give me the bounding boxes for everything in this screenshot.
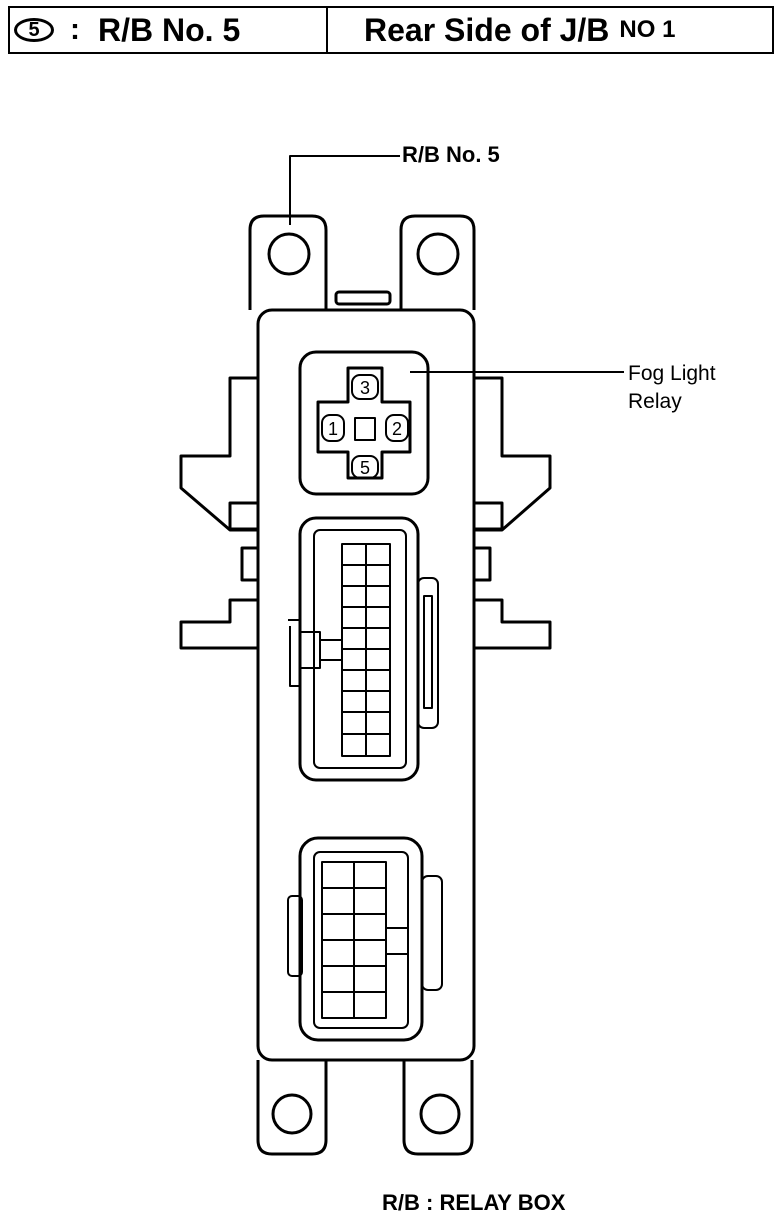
- relay-terminal-3-box: [351, 374, 379, 400]
- relay-center-pin: [354, 417, 376, 441]
- location-title: Rear Side of J/B: [364, 11, 610, 48]
- title-bar: 5 : R/B No. 5 Rear Side of J/B NO 1: [8, 6, 774, 54]
- bottom-left-mounting-ear: [256, 1060, 328, 1156]
- relay-block-label: R/B No. 5: [402, 142, 500, 167]
- upper-connector-right-tab: [417, 577, 439, 729]
- top-left-mounting-ear: [248, 214, 328, 310]
- lower-connector-pin-rows: [322, 862, 386, 1018]
- left-lower-bracket: [179, 598, 258, 650]
- bottom-right-bolt-hole: [419, 1093, 461, 1135]
- right-mid-clip: [472, 546, 492, 582]
- relay-cross-outline: [316, 366, 412, 480]
- lower-connector-key: [386, 927, 409, 955]
- upper-connector-pin-rows: [342, 544, 390, 756]
- top-right-mounting-ear: [399, 214, 476, 310]
- left-upper-clip: [228, 501, 260, 531]
- footer-legend: R/B : RELAY BOX: [382, 1190, 566, 1215]
- lower-connector-right-tab: [421, 875, 443, 991]
- fog-light-label-line2: Relay: [628, 390, 682, 413]
- top-latch: [334, 290, 392, 306]
- relay-terminal-1-box: [321, 414, 345, 442]
- relay-block-leader-line: [289, 155, 400, 225]
- fog-light-label-line1: Fog Light: [628, 362, 716, 385]
- upper-connector-latch: [288, 619, 342, 687]
- right-upper-clip: [472, 501, 504, 531]
- right-side-bracket: [474, 376, 552, 532]
- relay-terminal-5-box: [351, 455, 379, 479]
- block-title: R/B No. 5: [98, 11, 241, 48]
- fog-light-relay-socket: [298, 350, 430, 496]
- title-separator: :: [70, 13, 80, 46]
- top-left-bolt-hole: [267, 232, 311, 276]
- lower-connector-left-tab: [287, 895, 303, 977]
- title-right-cell: Rear Side of J/B NO 1: [328, 8, 772, 52]
- relay-terminal-3: 3: [360, 378, 370, 398]
- block-number-badge: 5: [14, 18, 54, 42]
- location-subtitle: NO 1: [619, 16, 676, 43]
- left-side-bracket: [179, 376, 258, 532]
- left-mid-clip: [240, 546, 260, 582]
- relay-terminal-2: 2: [392, 419, 402, 439]
- right-lower-bracket: [474, 598, 552, 650]
- bottom-right-mounting-ear: [402, 1060, 474, 1156]
- relay-terminal-2-box: [385, 414, 409, 442]
- relay-terminal-1: 1: [328, 419, 338, 439]
- relay-terminal-5: 5: [360, 458, 370, 478]
- bottom-left-bolt-hole: [271, 1093, 313, 1135]
- title-left-cell: 5 : R/B No. 5: [10, 8, 328, 52]
- top-right-bolt-hole: [416, 232, 460, 276]
